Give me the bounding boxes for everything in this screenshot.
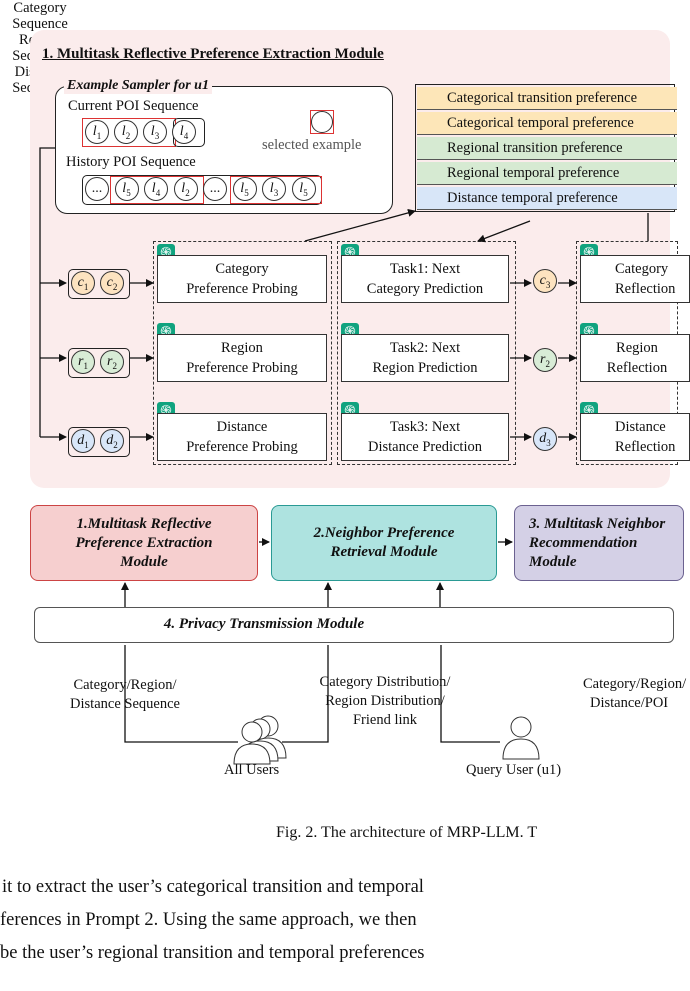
- flow-mid-line2: Region Distribution/: [325, 693, 445, 709]
- query-user-label: Query User (u1): [466, 762, 562, 778]
- selected-example-marker: [310, 110, 334, 134]
- poi-bubble: l2: [173, 177, 198, 201]
- poi-bubble: l5: [232, 177, 257, 201]
- sequence-item-bubble: d2: [100, 429, 124, 453]
- sampler-title: Example Sampler for u1: [64, 78, 212, 94]
- sequence-item-bubble: r2: [100, 350, 124, 374]
- sequence-item-bubble: d1: [71, 429, 95, 453]
- poi-bubble: l4: [144, 177, 168, 201]
- preference-strip: Regional temporal preference: [417, 162, 677, 185]
- sequence-item-bubble: c2: [100, 271, 124, 295]
- body-line-3: be the user’s regional transition and te…: [0, 943, 425, 963]
- poi-bubble: l5: [114, 177, 139, 201]
- prediction-output-bubble: d3: [533, 427, 557, 451]
- sequence-item-bubble: c1: [71, 271, 95, 295]
- probing-group: [153, 241, 332, 465]
- body-line-2: ferences in Prompt 2. Using the same app…: [0, 910, 417, 930]
- selected-example-label: selected example: [262, 137, 362, 153]
- prediction-output-bubble: c3: [533, 269, 557, 293]
- connector-arrow: [282, 645, 329, 743]
- preference-strip: Categorical temporal preference: [417, 112, 677, 135]
- sequence-label-line1: Category: [13, 0, 67, 16]
- flow-right-line2: Distance/POI: [590, 695, 669, 711]
- sequence-item-bubble: r1: [71, 350, 95, 374]
- task-group: [337, 241, 516, 465]
- poi-bubble: l1: [85, 120, 109, 144]
- current-poi-label: Current POI Sequence: [68, 98, 199, 114]
- preference-strip: Regional transition preference: [417, 137, 677, 160]
- prediction-output-bubble: r2: [533, 348, 557, 372]
- connector-arrow: [304, 208, 416, 242]
- figure-caption: Fig. 2. The architecture of MRP-LLM. T: [276, 824, 538, 841]
- module1-title: 1. Multitask Reflective Preference Extra…: [42, 46, 384, 62]
- privacy-module-label: 4. Privacy Transmission Module: [163, 616, 365, 632]
- sequence-items-box: [68, 348, 130, 378]
- sequence-items-box: [68, 269, 130, 299]
- connector-arrow: [39, 147, 55, 437]
- poi-bubble: ...: [203, 177, 227, 201]
- poi-bubble: l2: [114, 120, 138, 144]
- poi-bubble: ...: [85, 177, 109, 201]
- preference-strip: Categorical transition preference: [417, 87, 677, 110]
- sequence-items-box: [68, 427, 130, 457]
- history-seq-red-box-2: [230, 176, 322, 204]
- history-poi-label: History POI Sequence: [66, 154, 196, 170]
- preference-strip: Distance temporal preference: [417, 187, 677, 210]
- privacy-module: [34, 607, 674, 643]
- flow-mid-line3: Friend link: [352, 712, 418, 728]
- all-users-label: All Users: [224, 762, 280, 778]
- connector-arrow: [124, 645, 238, 743]
- user-icon: [230, 720, 274, 765]
- poi-bubble: l4: [172, 120, 196, 144]
- connector-arrows: [39, 147, 649, 743]
- poi-bubble: l3: [262, 177, 286, 201]
- flow-mid-line1: Category Distribution/: [319, 674, 451, 690]
- poi-bubble: l5: [291, 177, 316, 201]
- reflection-box: Region Reflection: [580, 334, 690, 382]
- body-line-1: it to extract the user’s categorical tra…: [2, 877, 424, 897]
- sequence-label-line2: Sequence: [12, 16, 68, 32]
- connector-arrow: [477, 220, 531, 243]
- flow-right-line1: Category/Region/: [583, 676, 687, 692]
- connector-arrow: [440, 645, 500, 743]
- user-icon: [499, 715, 543, 760]
- poi-bubble: l3: [143, 120, 167, 144]
